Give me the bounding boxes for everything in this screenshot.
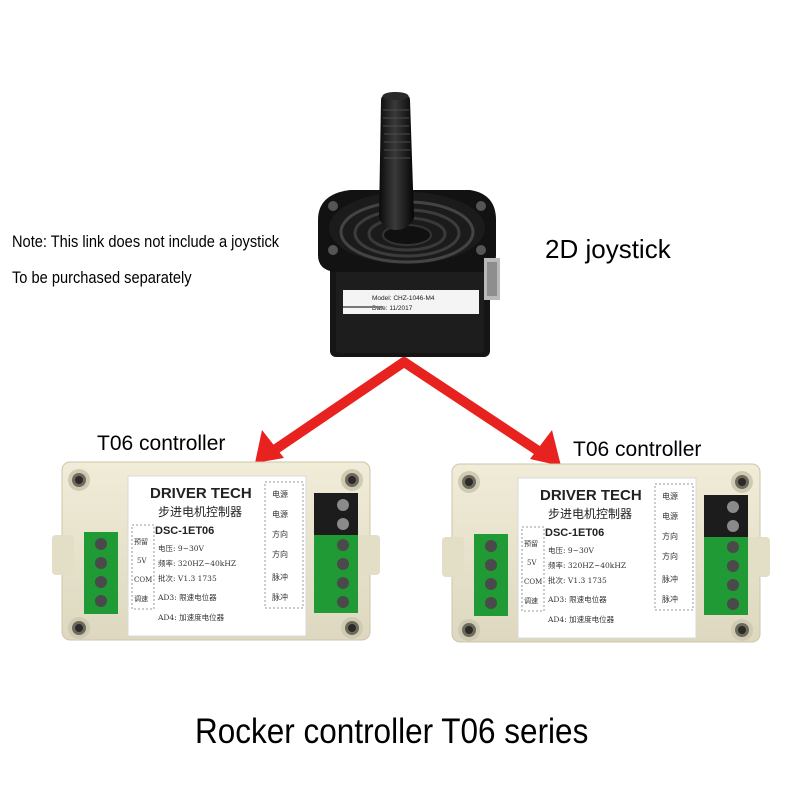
spec-frequency-left: 频率: 320HZ~40kHZ	[158, 558, 236, 568]
arrow-right	[399, 357, 551, 461]
controller-model-right: DSC-1ET06	[545, 527, 604, 539]
controller-photo-left: DRIVER TECH 步进电机控制器 DSC-1ET06 预留 5V COM …	[52, 461, 380, 641]
controller-model-left: DSC-1ET06	[155, 525, 214, 537]
spec-voltage-right: 电压: 9~30V	[548, 545, 595, 555]
controller-photo-right: DRIVER TECH 步进电机控制器 DSC-1ET06 预留 5V COM …	[442, 463, 770, 643]
joystick-photo: Model: CHZ-1046-M4 Date: 11/2017	[318, 92, 500, 357]
joystick-sticker-date: Date: 11/2017	[372, 305, 413, 312]
spec-ad3-left: AD3: 限速电位器	[157, 592, 217, 602]
left-terminal-label-4-b: 调速	[524, 596, 538, 605]
left-terminal-label-2-b: 5V	[527, 559, 537, 567]
left-terminal-label-1-b: 预留	[524, 539, 538, 548]
joystick-label: 2D joystick	[545, 234, 671, 264]
spec-ad3-right: AD3: 限速电位器	[547, 594, 607, 604]
arrow-left	[265, 357, 409, 458]
right-terminal-label-2: 电源	[272, 509, 288, 519]
arrow-right-head	[530, 430, 561, 466]
left-terminal-label-2: 5V	[137, 557, 147, 565]
left-terminal-label-1: 预留	[134, 537, 148, 546]
controller-label-left: T06 controller	[97, 432, 226, 455]
right-terminal-label-4-b: 方向	[662, 551, 678, 561]
right-terminal-label-4: 方向	[272, 549, 288, 559]
controller-label-right: T06 controller	[573, 438, 702, 461]
right-terminal-label-3-b: 方向	[662, 531, 678, 541]
left-terminal-label-4: 调速	[134, 594, 148, 603]
right-terminal-label-5-b: 脉冲	[662, 574, 678, 584]
spec-voltage-left: 电压: 9~30V	[158, 543, 205, 553]
series-title: Rocker controller T06 series	[195, 712, 589, 751]
arrow-left-head	[255, 430, 284, 463]
left-terminal-label-3-b: COM	[524, 578, 542, 586]
note-no-joystick: Note: This link does not include a joyst…	[12, 232, 280, 251]
red-arrows	[255, 357, 561, 466]
controller-subtitle-left: 步进电机控制器	[158, 505, 242, 519]
right-terminal-label-1-b: 电源	[662, 491, 678, 501]
right-terminal-label-6-b: 脉冲	[662, 594, 678, 604]
controller-subtitle-right: 步进电机控制器	[548, 507, 632, 521]
joystick-sticker-model: Model: CHZ-1046-M4	[372, 295, 435, 302]
right-terminal-label-2-b: 电源	[662, 511, 678, 521]
right-terminal-label-3: 方向	[272, 529, 288, 539]
spec-frequency-right: 频率: 320HZ~40kHZ	[548, 560, 626, 570]
right-terminal-label-6: 脉冲	[272, 592, 288, 602]
spec-batch-left: 批次: V1.3 1735	[158, 573, 217, 583]
note-purchase-separately: To be purchased separately	[12, 268, 192, 287]
left-terminal-label-3: COM	[134, 576, 152, 584]
right-terminal-label-5: 脉冲	[272, 572, 288, 582]
controller-brand-left: DRIVER TECH	[150, 485, 252, 502]
spec-ad4-right: AD4: 加速度电位器	[547, 614, 615, 624]
right-terminal-label-1: 电源	[272, 489, 288, 499]
spec-batch-right: 批次: V1.3 1735	[548, 575, 607, 585]
spec-ad4-left: AD4: 加速度电位器	[157, 612, 225, 622]
controller-brand-right: DRIVER TECH	[540, 487, 642, 504]
